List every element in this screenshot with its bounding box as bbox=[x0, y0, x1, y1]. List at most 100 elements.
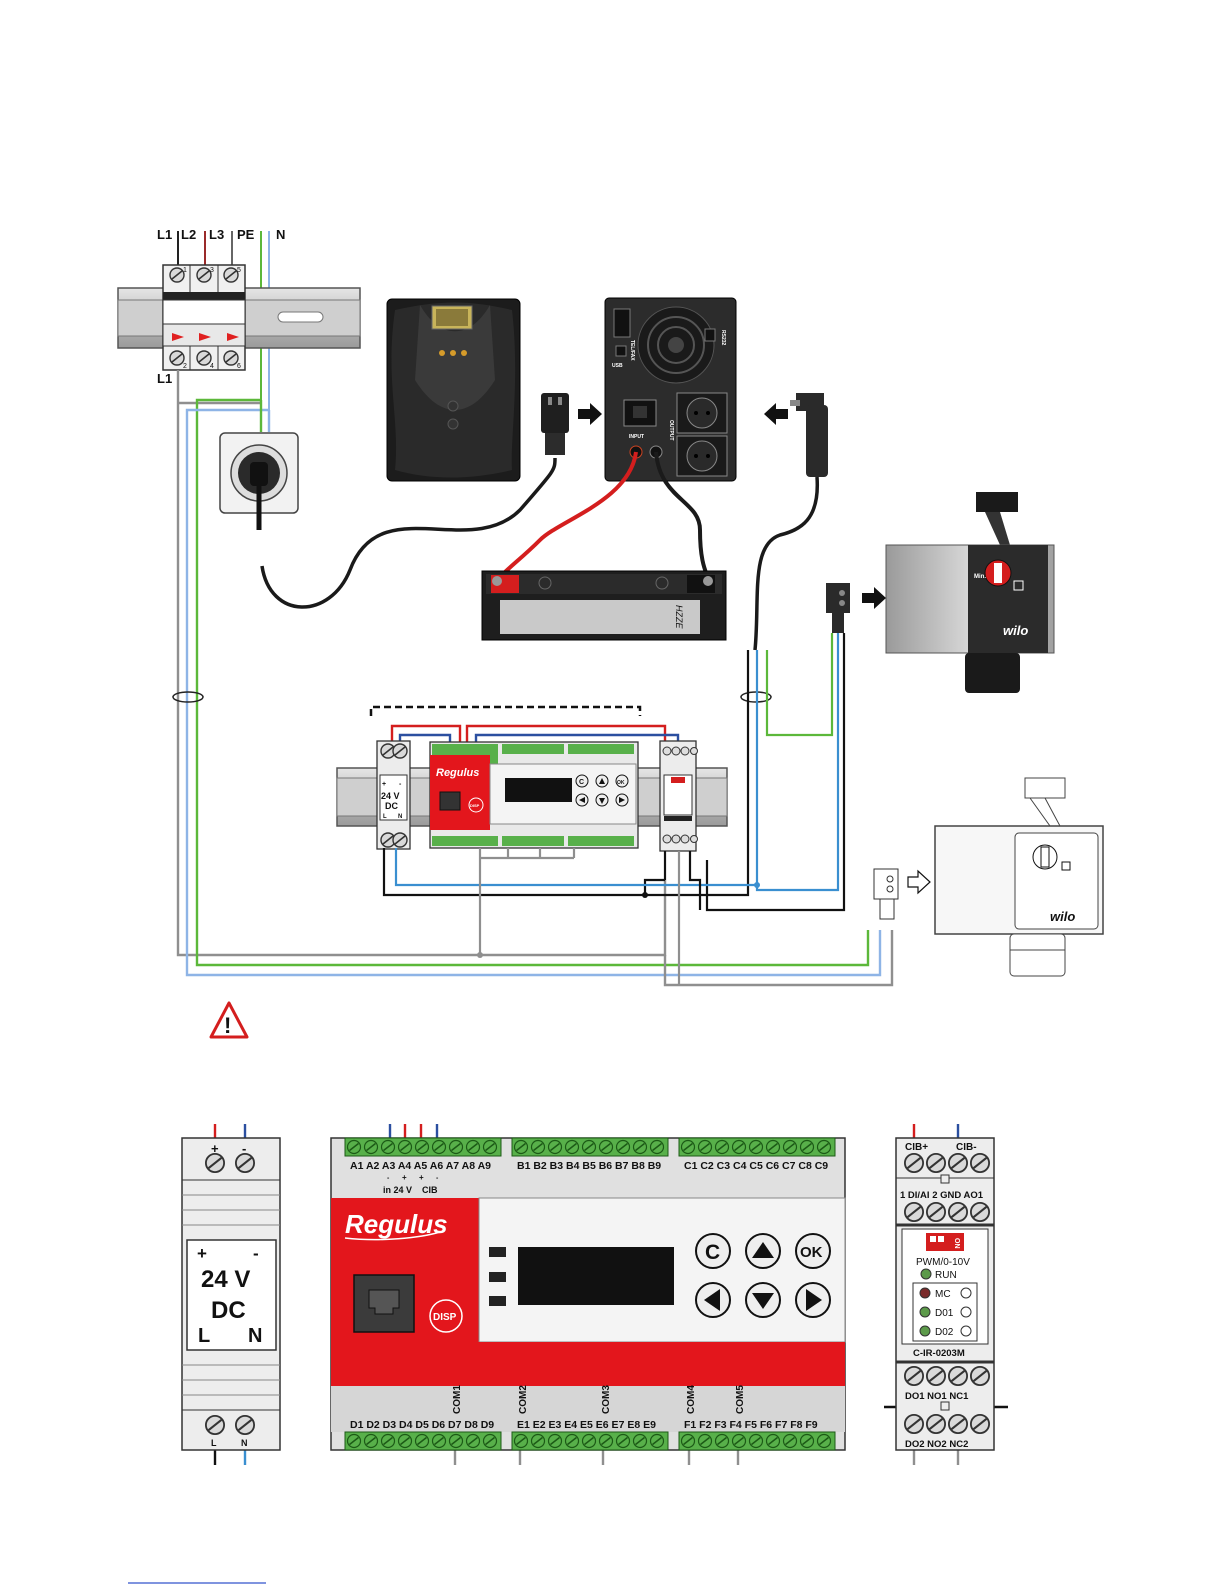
terminal-labels-d: D1 D2 D3 D4 D5 D6 D7 D8 D9 bbox=[350, 1419, 494, 1431]
svg-text:INPUT: INPUT bbox=[629, 434, 644, 440]
pump2-brand: wilo bbox=[1050, 909, 1075, 924]
terminal-screw bbox=[448, 1139, 464, 1155]
svg-text:DC: DC bbox=[211, 1297, 246, 1324]
iec-plug bbox=[541, 393, 569, 455]
breaker-output-label: L1 bbox=[157, 371, 172, 386]
battery: HZZE bbox=[481, 570, 727, 641]
control-wires bbox=[382, 848, 757, 985]
com1-label: COM1 bbox=[452, 1385, 463, 1414]
svg-text:-: - bbox=[399, 781, 402, 788]
svg-text:DISP: DISP bbox=[470, 803, 480, 808]
controller-small: Regulus DISP C OK bbox=[429, 741, 639, 849]
terminal-labels-b: B1 B2 B3 B4 B5 B6 B7 B8 B9 bbox=[517, 1160, 661, 1172]
svg-text:24 V: 24 V bbox=[381, 791, 400, 801]
psu-small: + - 24 V DC L N bbox=[376, 740, 411, 850]
com5-label: COM5 bbox=[735, 1385, 746, 1414]
svg-text:1: 1 bbox=[183, 267, 187, 274]
terminal-screw bbox=[649, 1433, 665, 1449]
terminal-labels-e: E1 E2 E3 E4 E5 E6 E7 E8 E9 bbox=[517, 1419, 656, 1431]
svg-text:Regulus: Regulus bbox=[436, 767, 479, 779]
com2-label: COM2 bbox=[518, 1385, 529, 1414]
terminal-screw bbox=[782, 1139, 798, 1155]
svg-text:D02: D02 bbox=[935, 1327, 954, 1338]
terminal-screw bbox=[765, 1139, 781, 1155]
svg-text:ON: ON bbox=[953, 1238, 960, 1249]
ups-front bbox=[386, 298, 521, 482]
terminal-screw bbox=[581, 1433, 597, 1449]
down-button[interactable] bbox=[745, 1282, 781, 1318]
svg-text:L: L bbox=[211, 1438, 217, 1448]
bus-label-n: N bbox=[276, 227, 285, 242]
terminal-screw bbox=[431, 1433, 447, 1449]
terminal-screw bbox=[799, 1139, 815, 1155]
detail-controller: A1 A2 A3 A4 A5 A6 A7 A8 A9 B1 B2 B3 B4 B… bbox=[330, 1137, 846, 1451]
terminal-screw bbox=[380, 1139, 396, 1155]
terminal-screw bbox=[748, 1433, 764, 1449]
circulation-pump-1: Min. wilo bbox=[885, 492, 1055, 693]
svg-text:1 DI/AI 2 GND AO1: 1 DI/AI 2 GND AO1 bbox=[900, 1190, 984, 1201]
svg-text:CIB-: CIB- bbox=[956, 1142, 977, 1153]
terminal-screw bbox=[346, 1139, 362, 1155]
terminal-screw bbox=[448, 1433, 464, 1449]
terminal-screw bbox=[680, 1139, 696, 1155]
svg-text:D01: D01 bbox=[935, 1308, 954, 1319]
terminal-screw bbox=[799, 1433, 815, 1449]
terminal-labels-f: F1 F2 F3 F4 F5 F6 F7 F8 F9 bbox=[684, 1419, 818, 1431]
terminal-screw bbox=[482, 1433, 498, 1449]
terminal-screw bbox=[632, 1433, 648, 1449]
terminal-screw bbox=[513, 1139, 529, 1155]
terminal-screw bbox=[632, 1139, 648, 1155]
svg-text:DISP: DISP bbox=[433, 1312, 457, 1323]
terminal-screw bbox=[482, 1139, 498, 1155]
svg-text:DC: DC bbox=[385, 801, 398, 811]
svg-text:L: L bbox=[198, 1325, 210, 1347]
mains-wiring bbox=[176, 370, 894, 987]
bus-label-l3: L3 bbox=[209, 227, 224, 242]
circulation-pump-2: wilo bbox=[934, 777, 1104, 977]
svg-text:-: - bbox=[387, 1175, 390, 1182]
terminal-screw bbox=[598, 1139, 614, 1155]
svg-text:DO2 NO2 NC2: DO2 NO2 NC2 bbox=[905, 1439, 968, 1450]
svg-text:+: + bbox=[382, 781, 386, 788]
up-button[interactable] bbox=[745, 1233, 781, 1269]
svg-text:RS232: RS232 bbox=[720, 330, 726, 346]
svg-text:C: C bbox=[705, 1241, 720, 1264]
svg-text:+: + bbox=[197, 1244, 207, 1263]
svg-text:RUN: RUN bbox=[935, 1270, 957, 1281]
svg-text:OUTPUT: OUTPUT bbox=[668, 420, 674, 441]
ok-button[interactable]: OK bbox=[795, 1233, 831, 1269]
svg-text:N: N bbox=[248, 1325, 262, 1347]
terminal-screw bbox=[598, 1433, 614, 1449]
wall-socket bbox=[219, 432, 299, 530]
terminal-screw bbox=[530, 1433, 546, 1449]
circuit-breaker: 1 3 5 2 4 6 L1 bbox=[157, 264, 246, 386]
left-button[interactable] bbox=[695, 1282, 731, 1318]
svg-text:L: L bbox=[383, 814, 387, 820]
terminal-screw bbox=[649, 1139, 665, 1155]
terminal-screw bbox=[581, 1139, 597, 1155]
arrow-right-icon bbox=[578, 403, 602, 425]
right-button[interactable] bbox=[795, 1282, 831, 1318]
terminal-screw bbox=[816, 1433, 832, 1449]
svg-text:OK: OK bbox=[617, 780, 625, 786]
terminal-screw bbox=[397, 1139, 413, 1155]
svg-text:-: - bbox=[242, 1141, 246, 1156]
svg-text:USB: USB bbox=[612, 363, 623, 369]
terminal-screw bbox=[414, 1139, 430, 1155]
bus-labels: L1 L2 L3 PE N bbox=[157, 227, 285, 242]
terminal-screw bbox=[714, 1139, 730, 1155]
svg-text:PWM/0-10V: PWM/0-10V bbox=[916, 1257, 970, 1268]
terminal-screw bbox=[564, 1139, 580, 1155]
svg-text:HZZE: HZZE bbox=[674, 605, 684, 629]
svg-text:-: - bbox=[436, 1175, 439, 1182]
terminal-screw bbox=[380, 1433, 396, 1449]
module-name: C-IR-0203M bbox=[913, 1348, 965, 1359]
disp-button[interactable] bbox=[429, 1299, 463, 1333]
terminal-screw bbox=[414, 1433, 430, 1449]
svg-text:+: + bbox=[402, 1173, 407, 1182]
c-button[interactable]: C bbox=[695, 1233, 731, 1269]
bus-label-l2: L2 bbox=[181, 227, 196, 242]
svg-text:MC: MC bbox=[935, 1289, 951, 1300]
terminal-screw bbox=[615, 1433, 631, 1449]
